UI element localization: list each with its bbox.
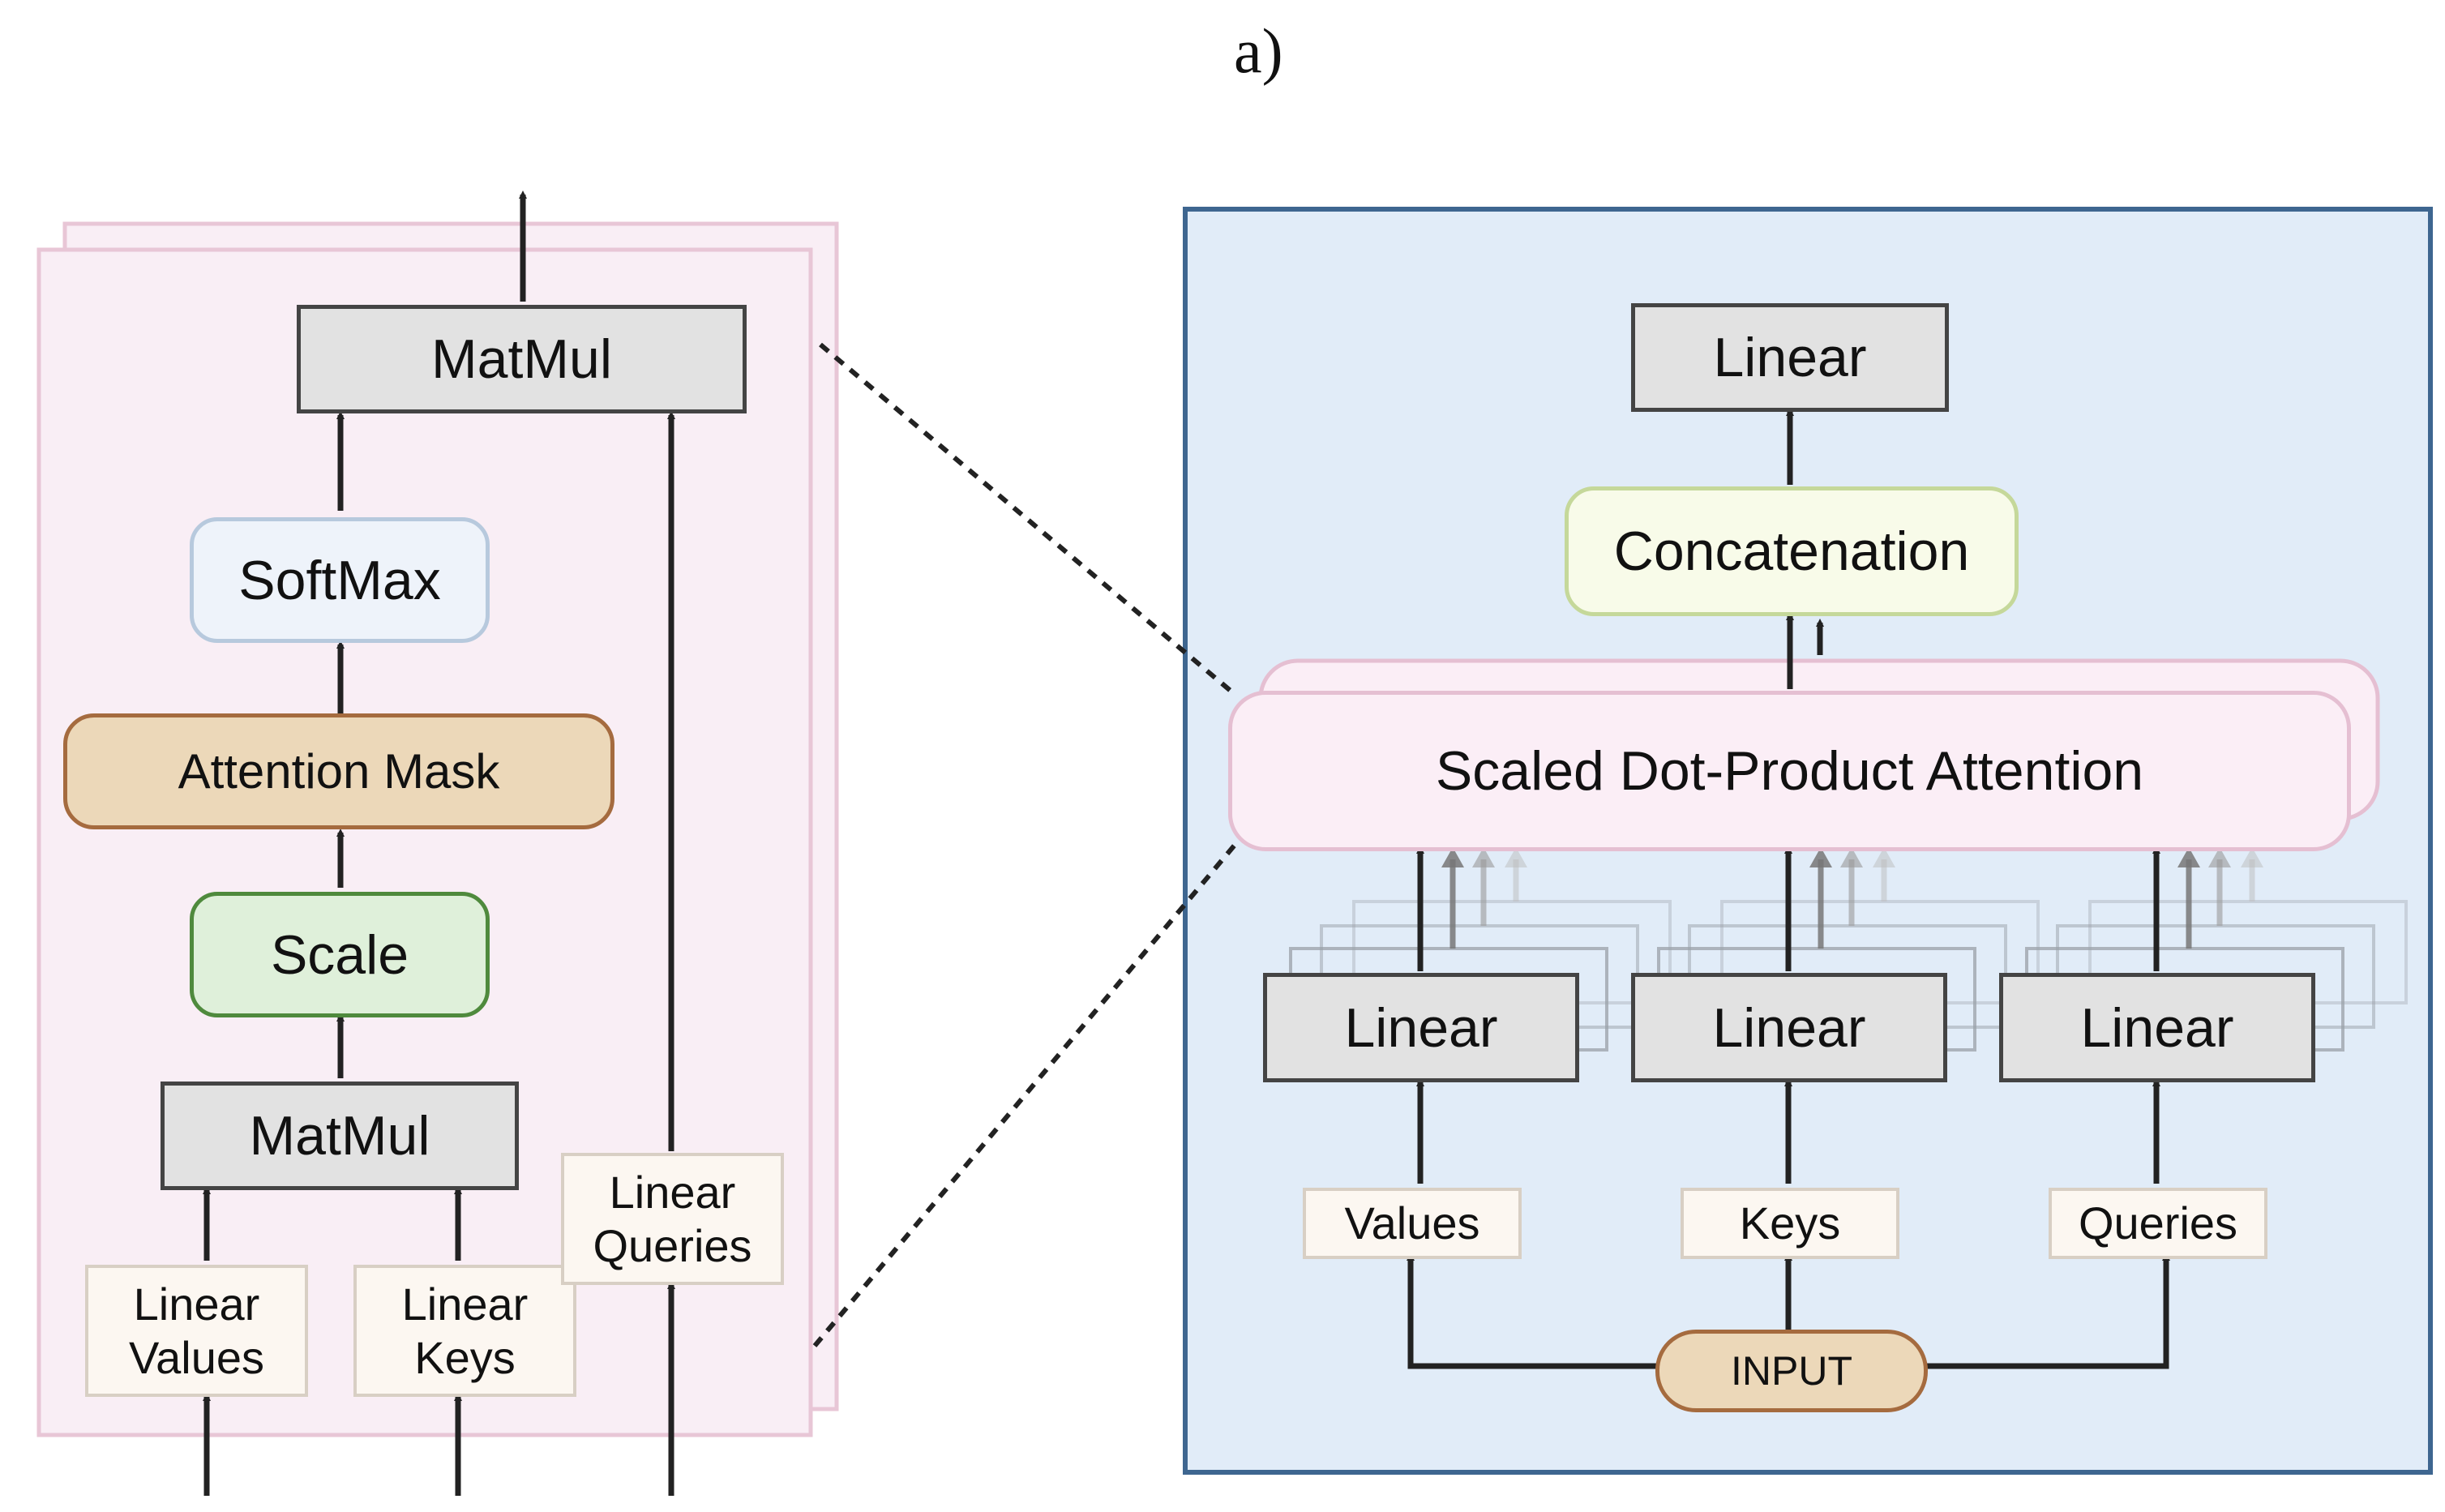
values-label: Values: [1303, 1188, 1522, 1259]
input-node: INPUT: [1655, 1330, 1928, 1412]
linear-values-node: Linear: [1263, 973, 1579, 1082]
scaled-dot-product-attention-node: Scaled Dot-Product Attention: [1228, 691, 2351, 851]
linear-queries-input: Linear Queries: [561, 1153, 784, 1285]
scale-node: Scale: [190, 892, 490, 1017]
panel-label: a): [1234, 15, 1283, 86]
linear-queries-node: Linear: [1999, 973, 2315, 1082]
top-matmul-node: MatMul: [297, 305, 747, 413]
attention-mask-node: Attention Mask: [63, 713, 614, 829]
zoom-connector-bottom: [812, 842, 1239, 1347]
right-panel-arrows: [1407, 408, 2170, 1369]
linear-values-input: Linear Values: [85, 1265, 308, 1397]
concatenation-node: Concatenation: [1565, 486, 2019, 616]
linear-keys-input: Linear Keys: [353, 1265, 576, 1397]
output-linear-node: Linear: [1631, 303, 1949, 412]
softmax-node: SoftMax: [190, 517, 490, 643]
bottom-matmul-node: MatMul: [161, 1082, 519, 1190]
zoom-connector-top: [819, 342, 1238, 698]
queries-label: Queries: [2049, 1188, 2267, 1259]
linear-keys-node: Linear: [1631, 973, 1947, 1082]
left-panel-arrows: [203, 191, 675, 1496]
keys-label: Keys: [1681, 1188, 1899, 1259]
faded-head-arrowheads: [1441, 847, 2263, 867]
